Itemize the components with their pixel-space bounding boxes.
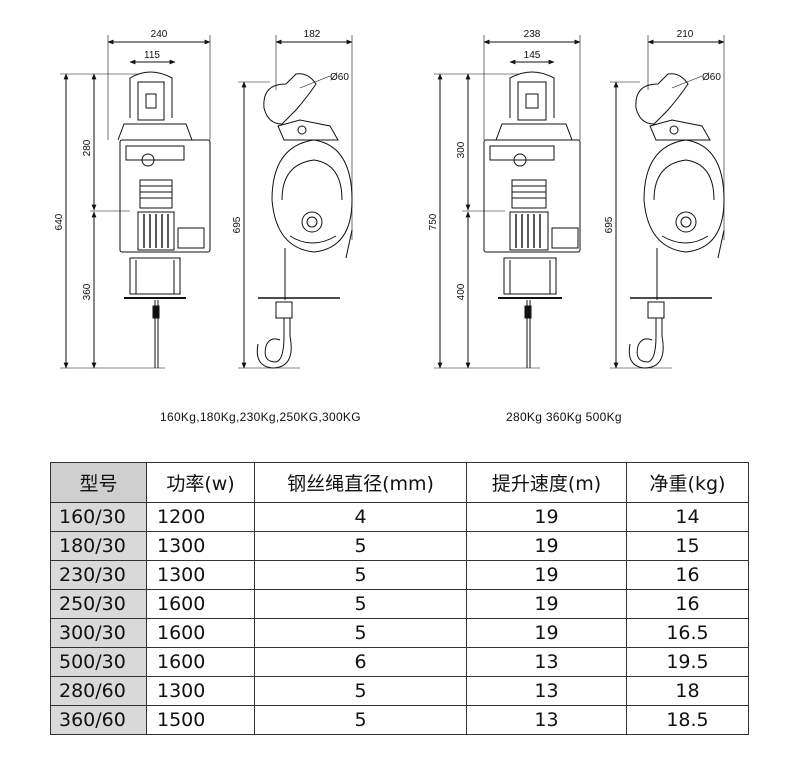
header-lift-speed: 提升速度(m) (466, 462, 627, 503)
dim-right-height: 750 (428, 213, 439, 230)
spec-table: 型号 功率(w) 钢丝绳直径(mm) 提升速度(m) 净重(kg) 160/30… (50, 462, 749, 735)
cell-power: 1600 (146, 647, 255, 677)
cell-lift-speed: 13 (466, 647, 627, 677)
cell-lift-speed: 13 (466, 705, 627, 735)
cell-power: 1300 (146, 560, 255, 590)
cell-lift-speed: 19 (466, 560, 627, 590)
cell-lift-speed: 19 (466, 502, 627, 532)
cell-lift-speed: 19 (466, 589, 627, 619)
header-model: 型号 (50, 462, 147, 503)
cell-net-weight: 16 (626, 560, 749, 590)
cell-lift-speed: 19 (466, 618, 627, 648)
dim-right-width: 238 (524, 29, 541, 40)
cell-model: 300/30 (50, 618, 147, 648)
cell-rope-diameter: 5 (254, 560, 467, 590)
cell-power: 1300 (146, 531, 255, 561)
side-view-b (610, 35, 725, 369)
cell-model: 230/30 (50, 560, 147, 590)
cell-rope-diameter: 5 (254, 618, 467, 648)
cell-net-weight: 16 (626, 589, 749, 619)
cell-rope-diameter: 5 (254, 676, 467, 706)
cell-rope-diameter: 5 (254, 531, 467, 561)
dim-left-height: 640 (54, 213, 65, 230)
caption-left-models: 160Kg,180Kg,230Kg,250KG,300KG (160, 410, 361, 424)
header-power: 功率(w) (146, 462, 255, 503)
dim-right-top-width: 145 (524, 50, 541, 61)
cell-net-weight: 16.5 (626, 618, 749, 648)
side-view-a (238, 35, 353, 369)
dim-right-side-width: 210 (677, 29, 694, 40)
cell-power: 1600 (146, 618, 255, 648)
dim-right-upper: 300 (456, 141, 467, 158)
cell-model: 500/30 (50, 647, 147, 677)
cell-net-weight: 14 (626, 502, 749, 532)
cell-power: 1600 (146, 589, 255, 619)
cell-model: 360/60 (50, 705, 147, 735)
dim-left-side-width: 182 (304, 29, 321, 40)
cell-rope-diameter: 4 (254, 502, 467, 532)
dim-left-width: 240 (151, 29, 168, 40)
cell-net-weight: 18.5 (626, 705, 749, 735)
cell-lift-speed: 13 (466, 676, 627, 706)
cell-net-weight: 18 (626, 676, 749, 706)
header-rope-diameter: 钢丝绳直径(mm) (254, 462, 467, 503)
dim-left-side-height: 695 (232, 216, 243, 233)
cell-model: 180/30 (50, 531, 147, 561)
technical-drawings: 240 115 640 280 360 182 Ø60 695 238 145 … (54, 29, 725, 369)
cell-rope-diameter: 5 (254, 705, 467, 735)
dim-right-side-height: 695 (604, 216, 615, 233)
cell-model: 160/30 (50, 502, 147, 532)
cell-model: 280/60 (50, 676, 147, 706)
cell-lift-speed: 19 (466, 531, 627, 561)
cell-power: 1500 (146, 705, 255, 735)
dim-left-lower: 360 (82, 283, 93, 300)
front-view-a (60, 35, 211, 369)
header-net-weight: 净重(kg) (626, 462, 749, 503)
dim-left-upper: 280 (82, 139, 93, 156)
dim-right-lower: 400 (456, 283, 467, 300)
cell-net-weight: 15 (626, 531, 749, 561)
cell-power: 1300 (146, 676, 255, 706)
dim-left-top-width: 115 (144, 50, 160, 61)
dim-left-hook-diameter: Ø60 (330, 72, 349, 83)
cell-model: 250/30 (50, 589, 147, 619)
front-view-b (434, 35, 581, 369)
cell-rope-diameter: 5 (254, 589, 467, 619)
caption-right-models: 280Kg 360Kg 500Kg (506, 410, 622, 424)
dim-right-hook-diameter: Ø60 (702, 72, 721, 83)
spec-table-header: 型号 功率(w) 钢丝绳直径(mm) 提升速度(m) 净重(kg) (50, 462, 749, 503)
cell-net-weight: 19.5 (626, 647, 749, 677)
cell-power: 1200 (146, 502, 255, 532)
cell-rope-diameter: 6 (254, 647, 467, 677)
